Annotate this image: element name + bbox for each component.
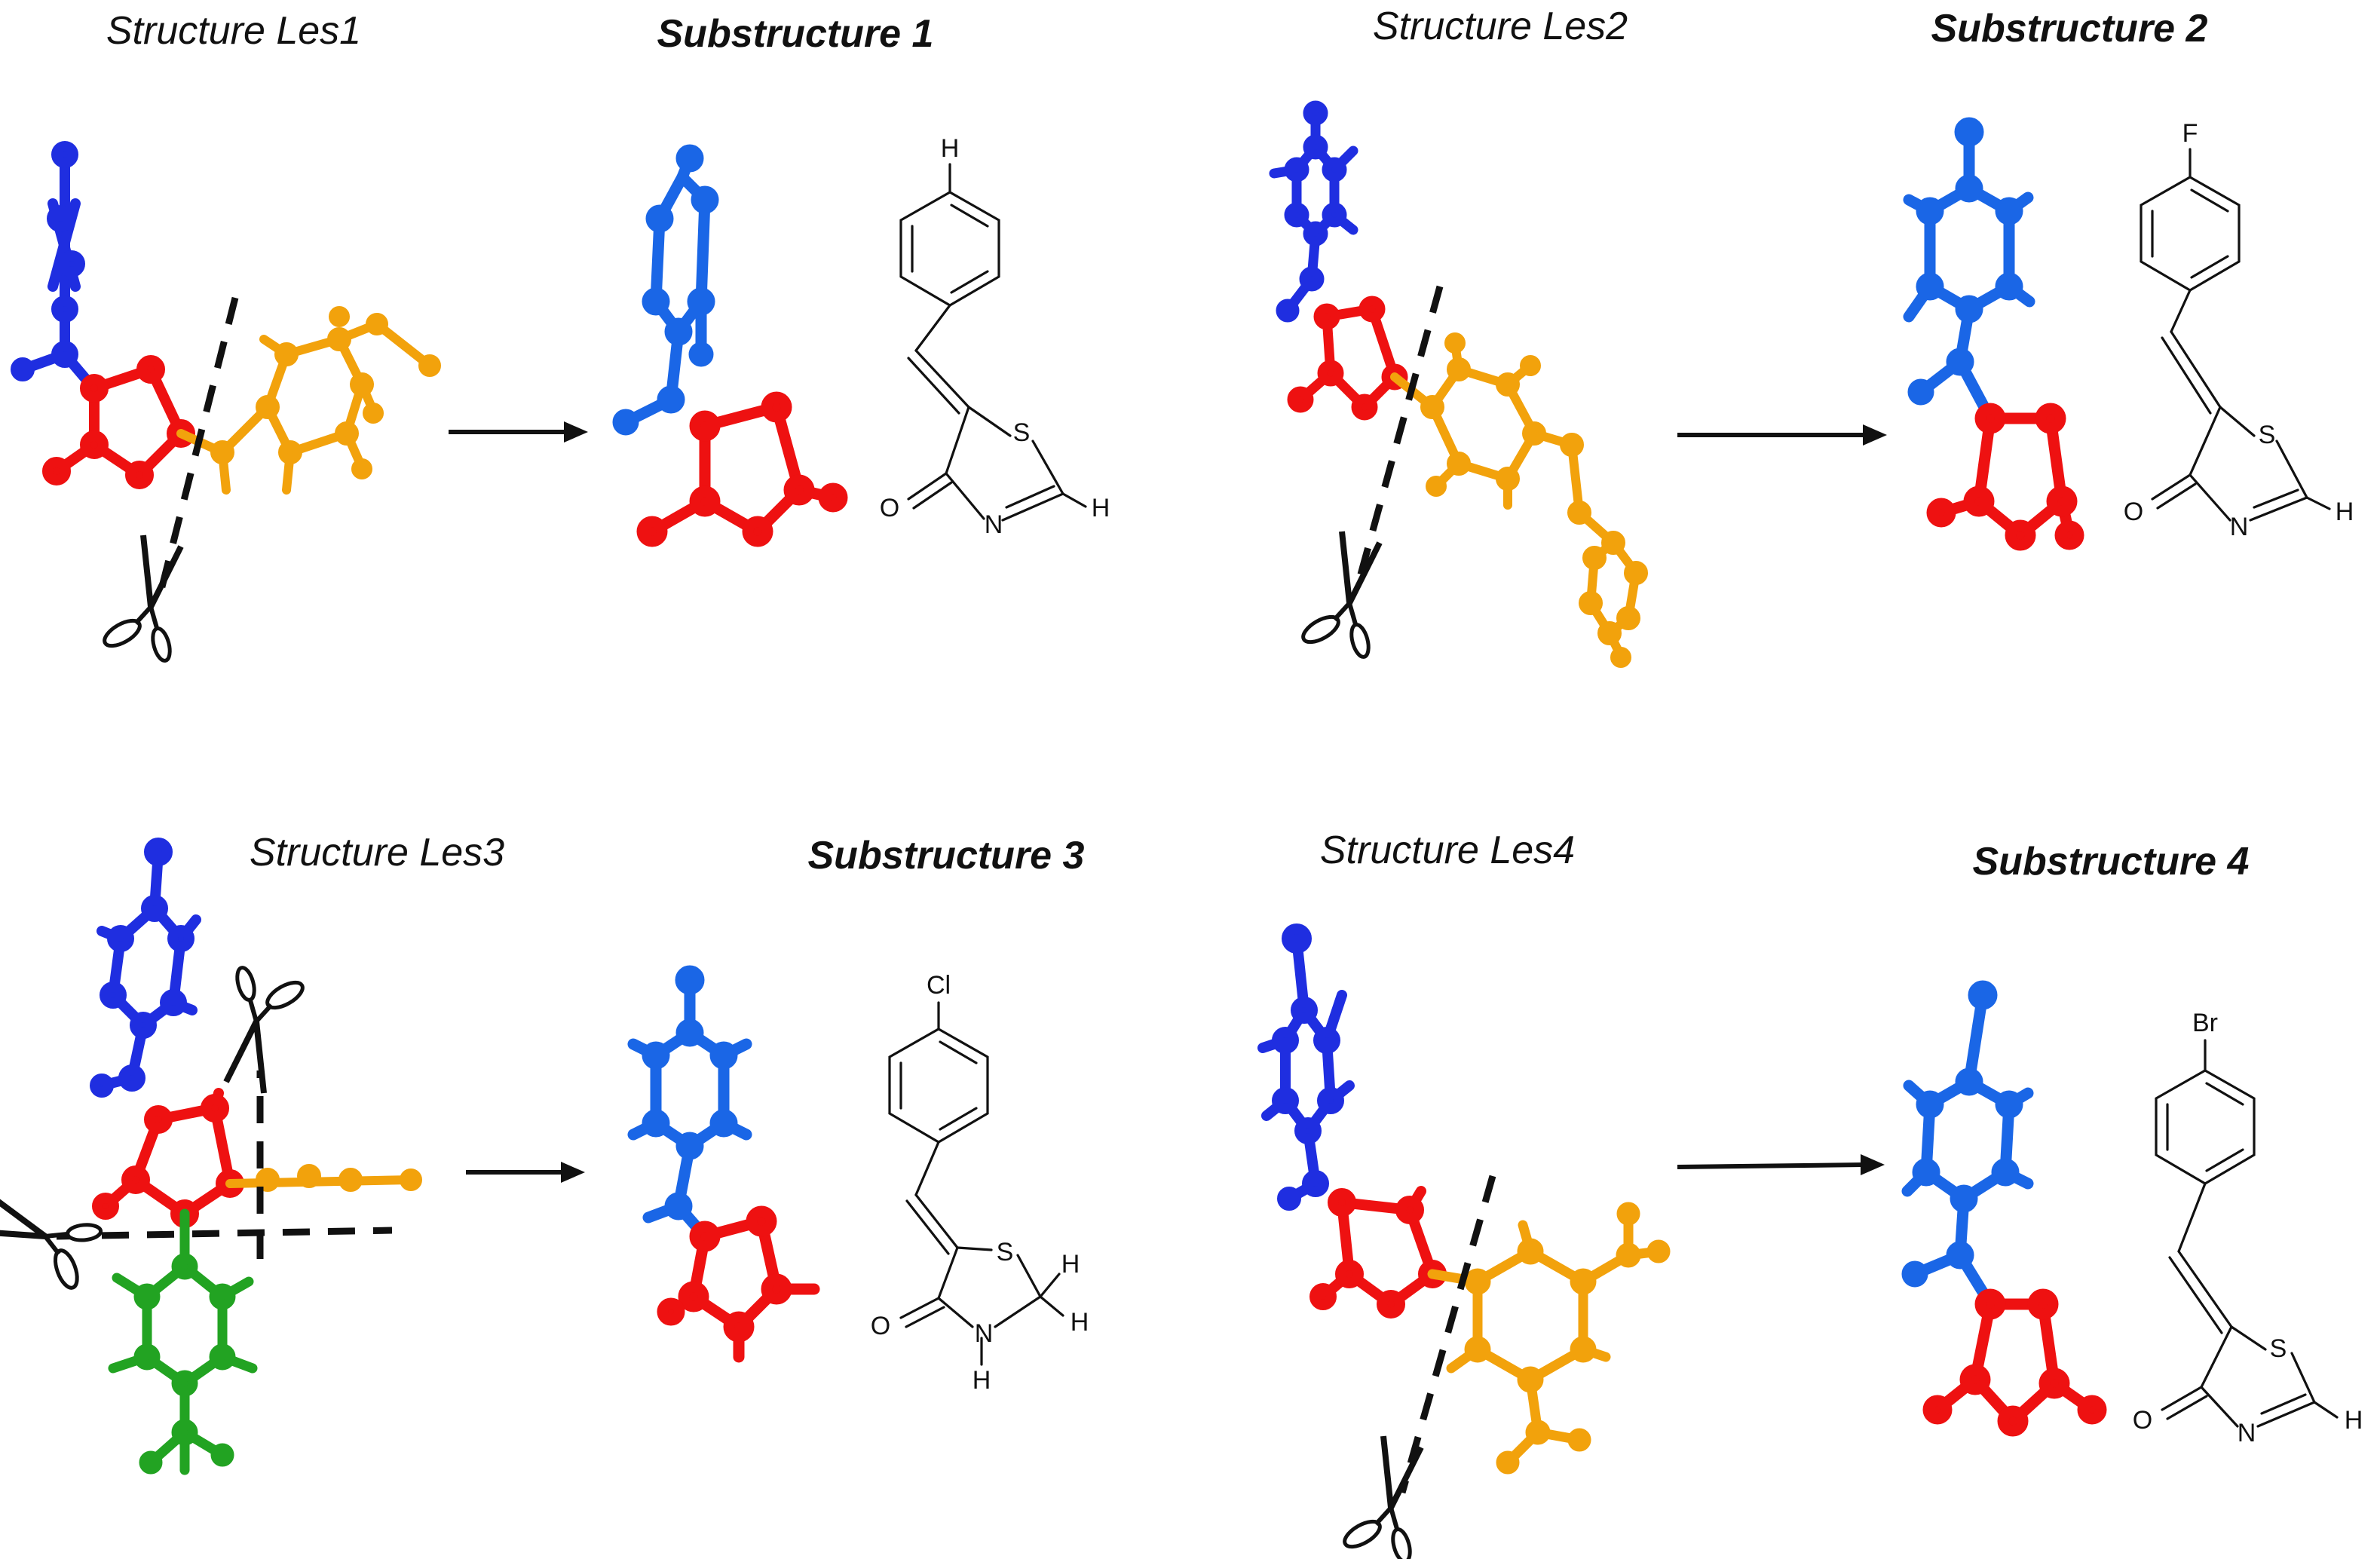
cut-line-horizontal: [56, 1227, 393, 1240]
substructure-3d-4: [1901, 980, 2107, 1437]
substructure-3d-2: [1903, 117, 2084, 551]
substructure-3d-1: [612, 144, 848, 547]
substructure-2d-1: H S N O H: [880, 134, 1110, 539]
substructure-title: Substructure 3: [808, 834, 1085, 878]
structure-title: Structure Les2: [1373, 5, 1628, 48]
para-substituent-label: Br: [2192, 1009, 2218, 1037]
oxygen-label: O: [871, 1312, 890, 1340]
panel-4: Structure Les4 Substructure 4: [1257, 829, 2363, 1559]
substructure-2d-3: Cl S N O H H H: [871, 971, 1089, 1395]
sulfur-label: S: [2259, 421, 2276, 449]
substructure-2d-4: Br S N O H: [2133, 1009, 2363, 1447]
nitrogen-label: N: [2238, 1419, 2256, 1447]
scissors-icon: [100, 535, 181, 663]
oxygen-label: O: [2124, 498, 2143, 526]
nitrogen-label: N: [975, 1319, 994, 1348]
scissors-icon: [226, 966, 307, 1093]
structure-title: Structure Les1: [106, 9, 361, 53]
scissors-icon: [1340, 1436, 1421, 1559]
substructure-title: Substructure 4: [1973, 840, 2250, 884]
oxygen-label: O: [2133, 1406, 2152, 1435]
oxygen-label: O: [880, 494, 899, 522]
cut-line: [1353, 285, 1444, 590]
arrow-right-icon: [1677, 424, 1887, 446]
panel-3: Structure Les3 Substructure 3: [0, 831, 1089, 1475]
hydrogen-label: H: [1071, 1308, 1089, 1337]
para-substituent-label: Cl: [927, 971, 951, 1000]
sulfur-label: S: [997, 1238, 1014, 1266]
panel-2: Structure Les2 Substructure 2: [1269, 5, 2354, 668]
hydrogen-label: H: [2345, 1406, 2363, 1435]
hydrogen-label: H: [1061, 1250, 1080, 1279]
substructure-title: Substructure 1: [657, 12, 934, 56]
hydrogen-label: H: [1092, 494, 1110, 522]
structure-title: Structure Les3: [250, 831, 504, 874]
nitrogen-label: N: [985, 510, 1003, 539]
cut-line: [1398, 1175, 1496, 1494]
molecule-3d-les4: [1257, 923, 1671, 1475]
substructure-2d-2: F S N O H: [2124, 119, 2354, 541]
nitrogen-label: N: [2230, 513, 2249, 541]
sulfur-label: S: [1013, 418, 1031, 447]
structure-title: Structure Les4: [1320, 829, 1575, 872]
molecule-3d-les3: [90, 838, 422, 1475]
substructure-title: Substructure 2: [1931, 7, 2208, 51]
hydrogen-label: H: [2336, 498, 2354, 526]
hydrogen-label: H: [973, 1366, 991, 1395]
arrow-right-icon: [1677, 1154, 1885, 1175]
molecule-3d-les1: [11, 141, 441, 495]
arrow-right-icon: [466, 1162, 585, 1183]
para-substituent-label: H: [941, 134, 960, 163]
molecule-3d-les2: [1269, 100, 1648, 668]
arrow-right-icon: [449, 421, 588, 443]
panel-1: Structure Les1 Substructure 1: [11, 9, 1110, 663]
para-substituent-label: F: [2182, 119, 2198, 148]
sulfur-label: S: [2270, 1334, 2287, 1363]
scissors-icon: [0, 1194, 106, 1295]
cut-line: [156, 296, 239, 597]
substructure-3d-3: [627, 965, 820, 1363]
